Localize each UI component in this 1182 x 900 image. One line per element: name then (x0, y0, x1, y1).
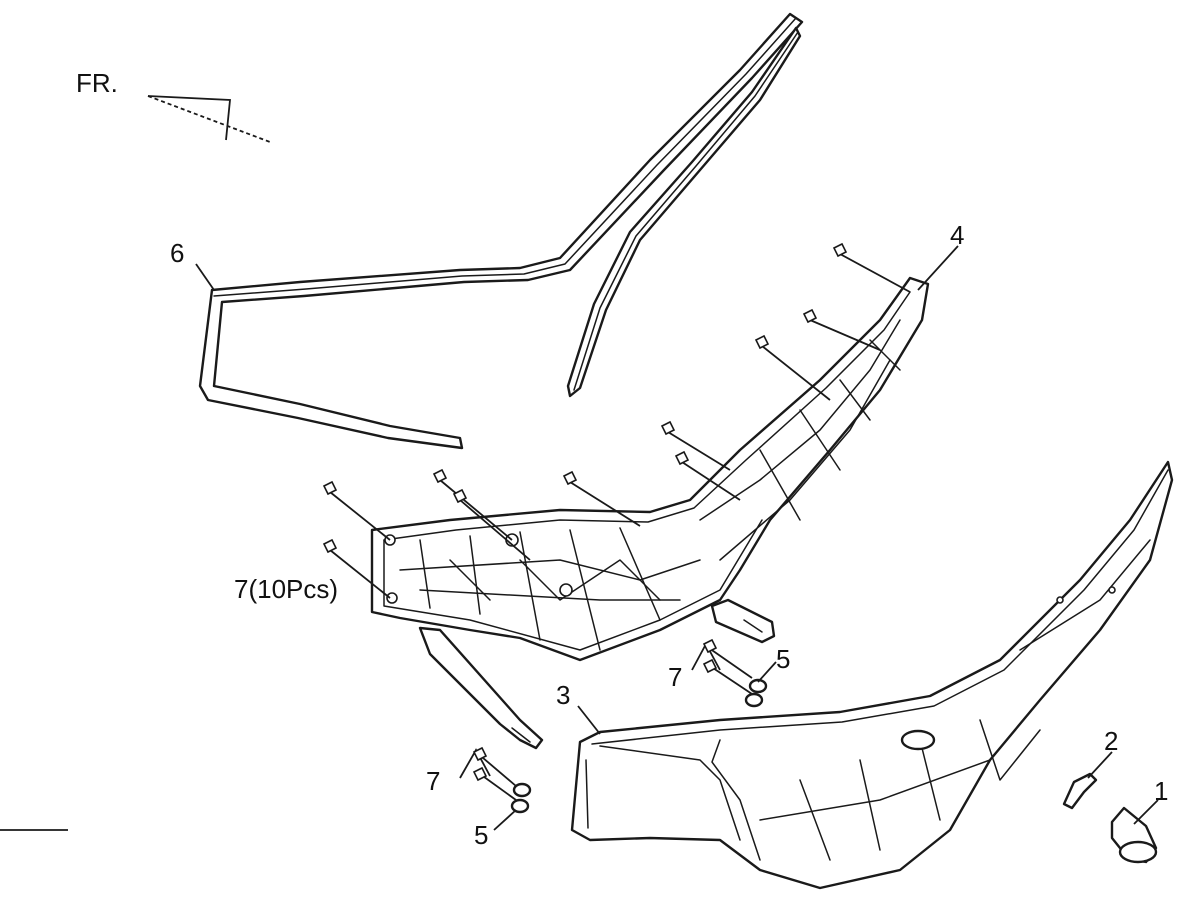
fastener-group-right (691, 638, 768, 708)
part-3-side-cover (570, 460, 1174, 890)
part-4-inner-frame (370, 276, 930, 750)
front-direction-label: FR. (76, 68, 118, 98)
fastener-group-lower-left (459, 746, 532, 814)
callout-5-right: 5 (776, 644, 790, 674)
direction-arrow-head (147, 95, 231, 141)
callout-1: 1 (1154, 776, 1168, 806)
callout-7-lower: 7 (426, 766, 440, 796)
callout-4: 4 (950, 220, 964, 250)
direction-arrow-line (147, 95, 271, 143)
callout-6: 6 (170, 238, 184, 268)
part-1-grommet (1110, 806, 1158, 864)
callout-7-right: 7 (668, 662, 682, 692)
part-2-clip (1062, 772, 1098, 810)
front-direction-indicator: FR. (76, 68, 271, 143)
callout-labels: 6 4 7(10Pcs) 3 5 7 7 5 2 1 (170, 220, 1168, 850)
part-7-screws (322, 242, 911, 599)
callout-2: 2 (1104, 726, 1118, 756)
callout-5-lower: 5 (474, 820, 488, 850)
callout-leaders (0, 245, 1159, 831)
callout-7-10pcs: 7(10Pcs) (234, 574, 338, 604)
callout-3: 3 (556, 680, 570, 710)
part-6-trim-strip (198, 12, 804, 450)
